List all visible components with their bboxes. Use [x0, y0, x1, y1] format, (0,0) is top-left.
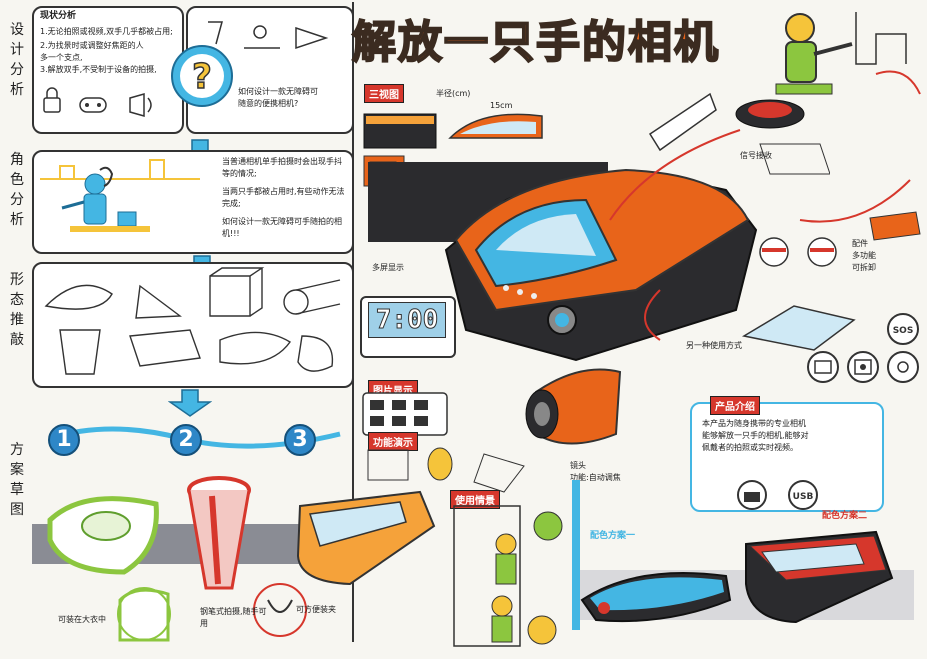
form-study-sketches: [44, 267, 341, 375]
blue-scheme-render: [580, 572, 732, 623]
question-icon: ?: [171, 45, 233, 107]
title-part-1: 解放一只手的: [351, 16, 628, 69]
product-intro-text: 本产品为随身携带的专业相机 能够解放一只手的相机,能够对 佩戴者的拍照或实时视频…: [702, 419, 809, 452]
svg-text:?: ?: [192, 57, 212, 97]
analysis-line-4: 3.解放双手,不受制于设备的拍摄,: [40, 65, 157, 74]
title-part-2: 相机: [627, 16, 720, 69]
analysis-header: 现状分析: [40, 11, 77, 21]
lcd-screen: 7:00: [368, 302, 446, 338]
product-intro-badge: 产品介绍: [710, 396, 760, 415]
sketch-red-cone: [187, 476, 251, 590]
svg-text:USB: USB: [793, 492, 814, 502]
draft-note-1: 可装在大衣中: [58, 615, 106, 624]
red-scheme-render: [745, 530, 894, 624]
use-scene-badge: 使用情景: [450, 490, 500, 509]
usage-label-1: 信号接收: [740, 151, 772, 160]
flash-icon: [887, 351, 919, 383]
second-usage-sketch: [741, 305, 856, 351]
side-label-design-analysis: 设计分析: [10, 22, 24, 98]
svg-text:SOS: SOS: [893, 326, 914, 336]
accessory-renders: [648, 92, 830, 175]
role-note-1: 当普通相机单手拍摄时会出现手抖等的情况;: [222, 157, 342, 178]
draft-note-3: 可方便装夹: [296, 605, 336, 614]
lens-note: 镜头 功能:自动调焦: [570, 461, 621, 482]
small-device-render: [869, 211, 921, 241]
role-note-2: 当两只手都被占用时,有些动作无法完成;: [222, 187, 345, 208]
clapboard-icon: [737, 480, 767, 510]
draft-note-2: 钢笔式拍摄,随手可用: [200, 607, 267, 628]
function-sketches: [367, 447, 525, 493]
analysis-line-1: 1.无论拍照或视频,双手几乎都被占用;: [40, 27, 173, 36]
form-study-panel: [32, 262, 354, 388]
sos-icon: SOS: [887, 313, 919, 345]
side-label-form-study: 形态推敲: [10, 272, 24, 348]
sketch-small-details: [117, 583, 307, 642]
color-scheme-1-label: 配色方案一: [590, 531, 636, 541]
side-label-role-analysis: 角色分析: [10, 152, 24, 228]
color-scheme-2-label: 配色方案二: [822, 511, 868, 521]
lens-render: [525, 368, 622, 445]
dimension-label: 15cm: [490, 101, 513, 110]
analysis-icons: [43, 87, 152, 117]
step-number-1: 1: [48, 424, 80, 456]
decor-blue-frame: [572, 480, 580, 630]
radius-label: 半径(cm): [436, 89, 471, 98]
multi-screen-note: 多屏显示: [372, 263, 404, 272]
concept-doodles: [208, 21, 329, 50]
question-note: 如何设计一款无障碍可 随意的便携相机?: [238, 87, 318, 108]
image-icon: [847, 351, 879, 383]
side-label-sketches: 方案草图: [10, 442, 24, 518]
second-usage-note: 另一种使用方式: [686, 341, 742, 350]
sketch-green-camera: [47, 496, 159, 575]
title: 解放一只手的相机: [351, 6, 772, 76]
photo-grid: [362, 392, 448, 436]
step-number-2: 2: [170, 424, 202, 456]
character-figure: [775, 12, 921, 95]
sketch-orange-camera: [296, 490, 436, 586]
three-view-badge: 三视图: [364, 84, 404, 103]
photo-icon: [807, 351, 839, 383]
step-number-3: 3: [284, 424, 316, 456]
side-note-right: 配件 多功能 可拆卸: [852, 239, 876, 272]
arrow-down-3: [168, 389, 212, 417]
main-camera-render: [444, 168, 758, 362]
analysis-line-3: 多一个支点,: [40, 53, 83, 62]
use-scene-drawing: [453, 505, 563, 647]
role-illustration: [40, 159, 200, 232]
role-note-3: 如何设计一款无障碍可手随拍的相机!!!: [222, 217, 342, 238]
decor-red-curves: [609, 129, 911, 341]
eye-renders: [759, 237, 837, 267]
analysis-line-2: 2.为找景时或调整好焦距的人: [40, 41, 144, 50]
product-intro-panel: [690, 402, 884, 512]
usb-icon: USB: [788, 480, 818, 510]
